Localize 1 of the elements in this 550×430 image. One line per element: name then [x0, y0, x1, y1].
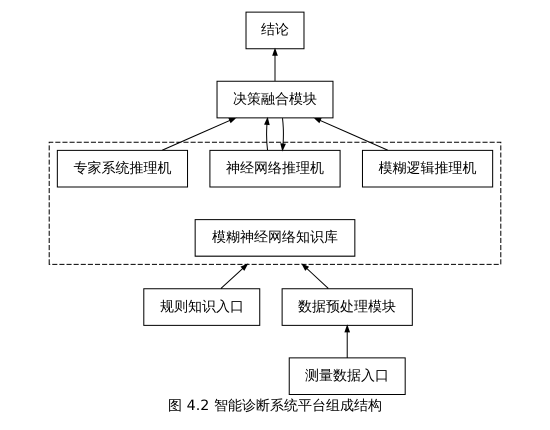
caption: 图 4.2 智能诊断系统平台组成结构	[168, 398, 382, 414]
